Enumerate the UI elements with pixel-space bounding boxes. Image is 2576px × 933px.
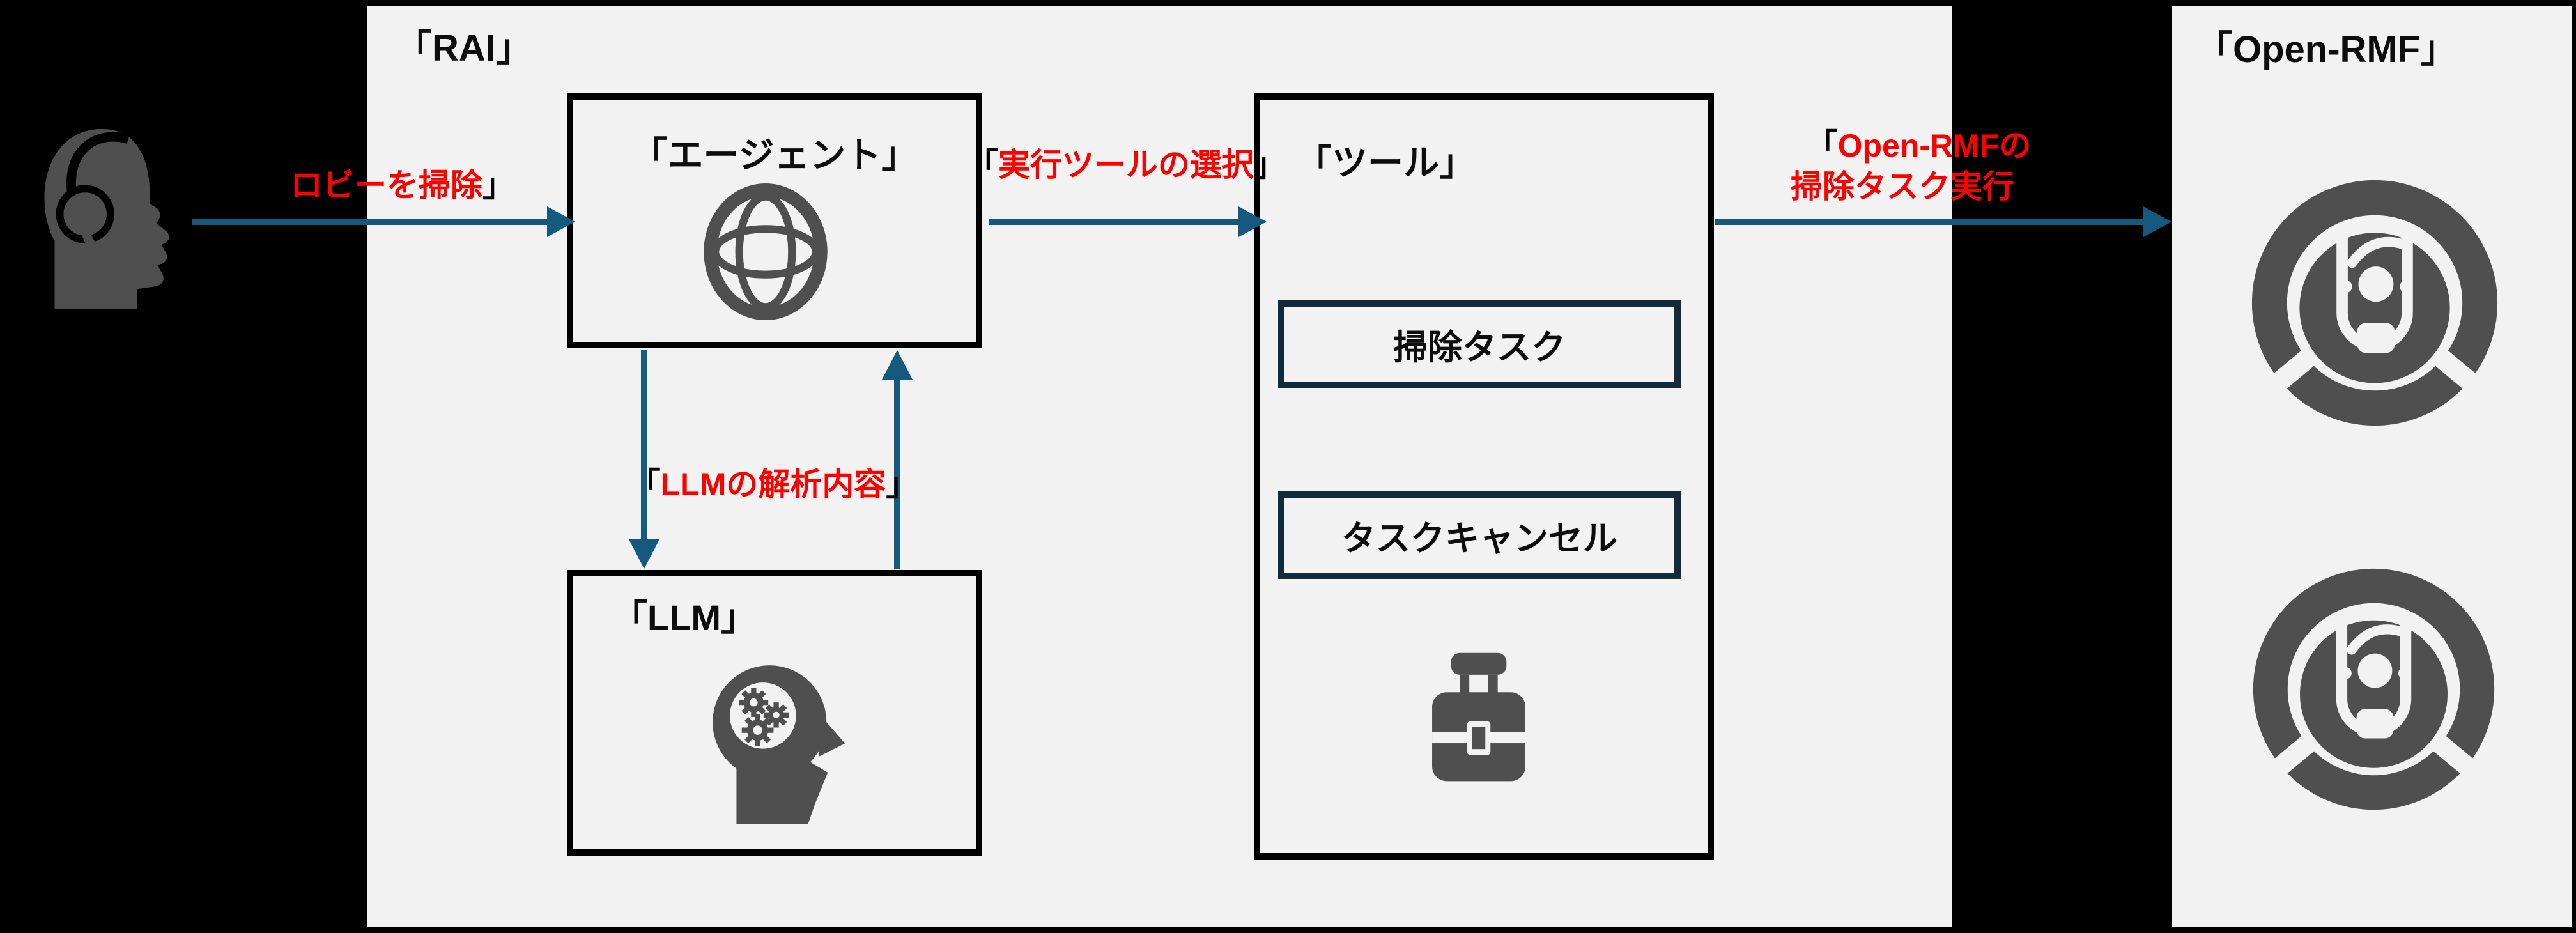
arrow-agent-to-tool [989, 219, 1240, 225]
flow-label-text: LLMの解析内容 [660, 466, 886, 502]
bracket-close: 」 [1254, 147, 1286, 183]
flow-label-text: Open-RMFの [1837, 128, 2032, 164]
bracket-close: 」 [886, 466, 918, 502]
agent-box-title: 「エージェント」 [631, 135, 918, 175]
flow-label-agent-llm: 「LLMの解析内容」 [575, 464, 971, 505]
flow-label-line2: 掃除タスク実行」 [1720, 166, 2117, 207]
bracket-open: 「 [966, 147, 998, 183]
clean-task-button: 掃除タスク [1278, 300, 1681, 388]
task-cancel-button: タスクキャンセル [1278, 491, 1681, 579]
arrow-llm-to-agent [894, 377, 900, 569]
arrow-agent-to-llm [641, 350, 647, 543]
arrowhead-llm-to-agent [882, 350, 913, 380]
arrowhead-user-to-agent [547, 206, 575, 237]
arrowhead-agent-to-llm [629, 539, 659, 569]
open-rmf-panel-title: 「Open-RMF」 [2196, 29, 2458, 70]
bracket-open: 「 [628, 466, 661, 502]
flow-label-agent-to-tool: 「実行ツールの選択」 [928, 144, 1324, 185]
arrowhead-tool-to-openrmf [2143, 206, 2171, 237]
flow-label-tool-to-openrmf: 「Open-RMFの 掃除タスク実行」 [1720, 125, 2117, 207]
toolbox-icon [1432, 652, 1525, 782]
bracket-close: 」 [482, 167, 514, 203]
gear-1 [739, 688, 769, 717]
globe-icon [704, 183, 828, 321]
open-rmf-panel [2172, 6, 2572, 927]
headset-person-icon [44, 128, 169, 310]
flow-label-text: ロビーを掃除 [291, 167, 482, 203]
gear-3 [741, 714, 774, 746]
bracket-open: 「 [1805, 128, 1838, 164]
flow-label-line1: 「Open-RMFの [1720, 125, 2117, 166]
llm-box-title: 「LLM」 [612, 598, 757, 638]
robot-vacuum-icon [2253, 568, 2495, 810]
tool-box-title: 「ツール」 [1296, 143, 1475, 183]
arrow-tool-to-openrmf [1715, 219, 2145, 225]
arrow-user-to-agent [192, 219, 548, 225]
flow-label-text: 掃除タスク実行 [1791, 169, 2014, 204]
flow-label-text: 実行ツールの選択 [998, 147, 1254, 183]
arrowhead-agent-to-tool [1238, 206, 1267, 237]
head-gears-icon [713, 665, 845, 824]
bracket-open: 「 [259, 167, 291, 203]
rai-panel-title: 「RAI」 [395, 27, 533, 69]
robot-vacuum-icon [2251, 180, 2498, 426]
flow-label-user-to-agent: 「ロビーを掃除」 [189, 165, 585, 206]
bracket-close: 」 [2014, 169, 2046, 204]
gear-2 [763, 702, 789, 728]
